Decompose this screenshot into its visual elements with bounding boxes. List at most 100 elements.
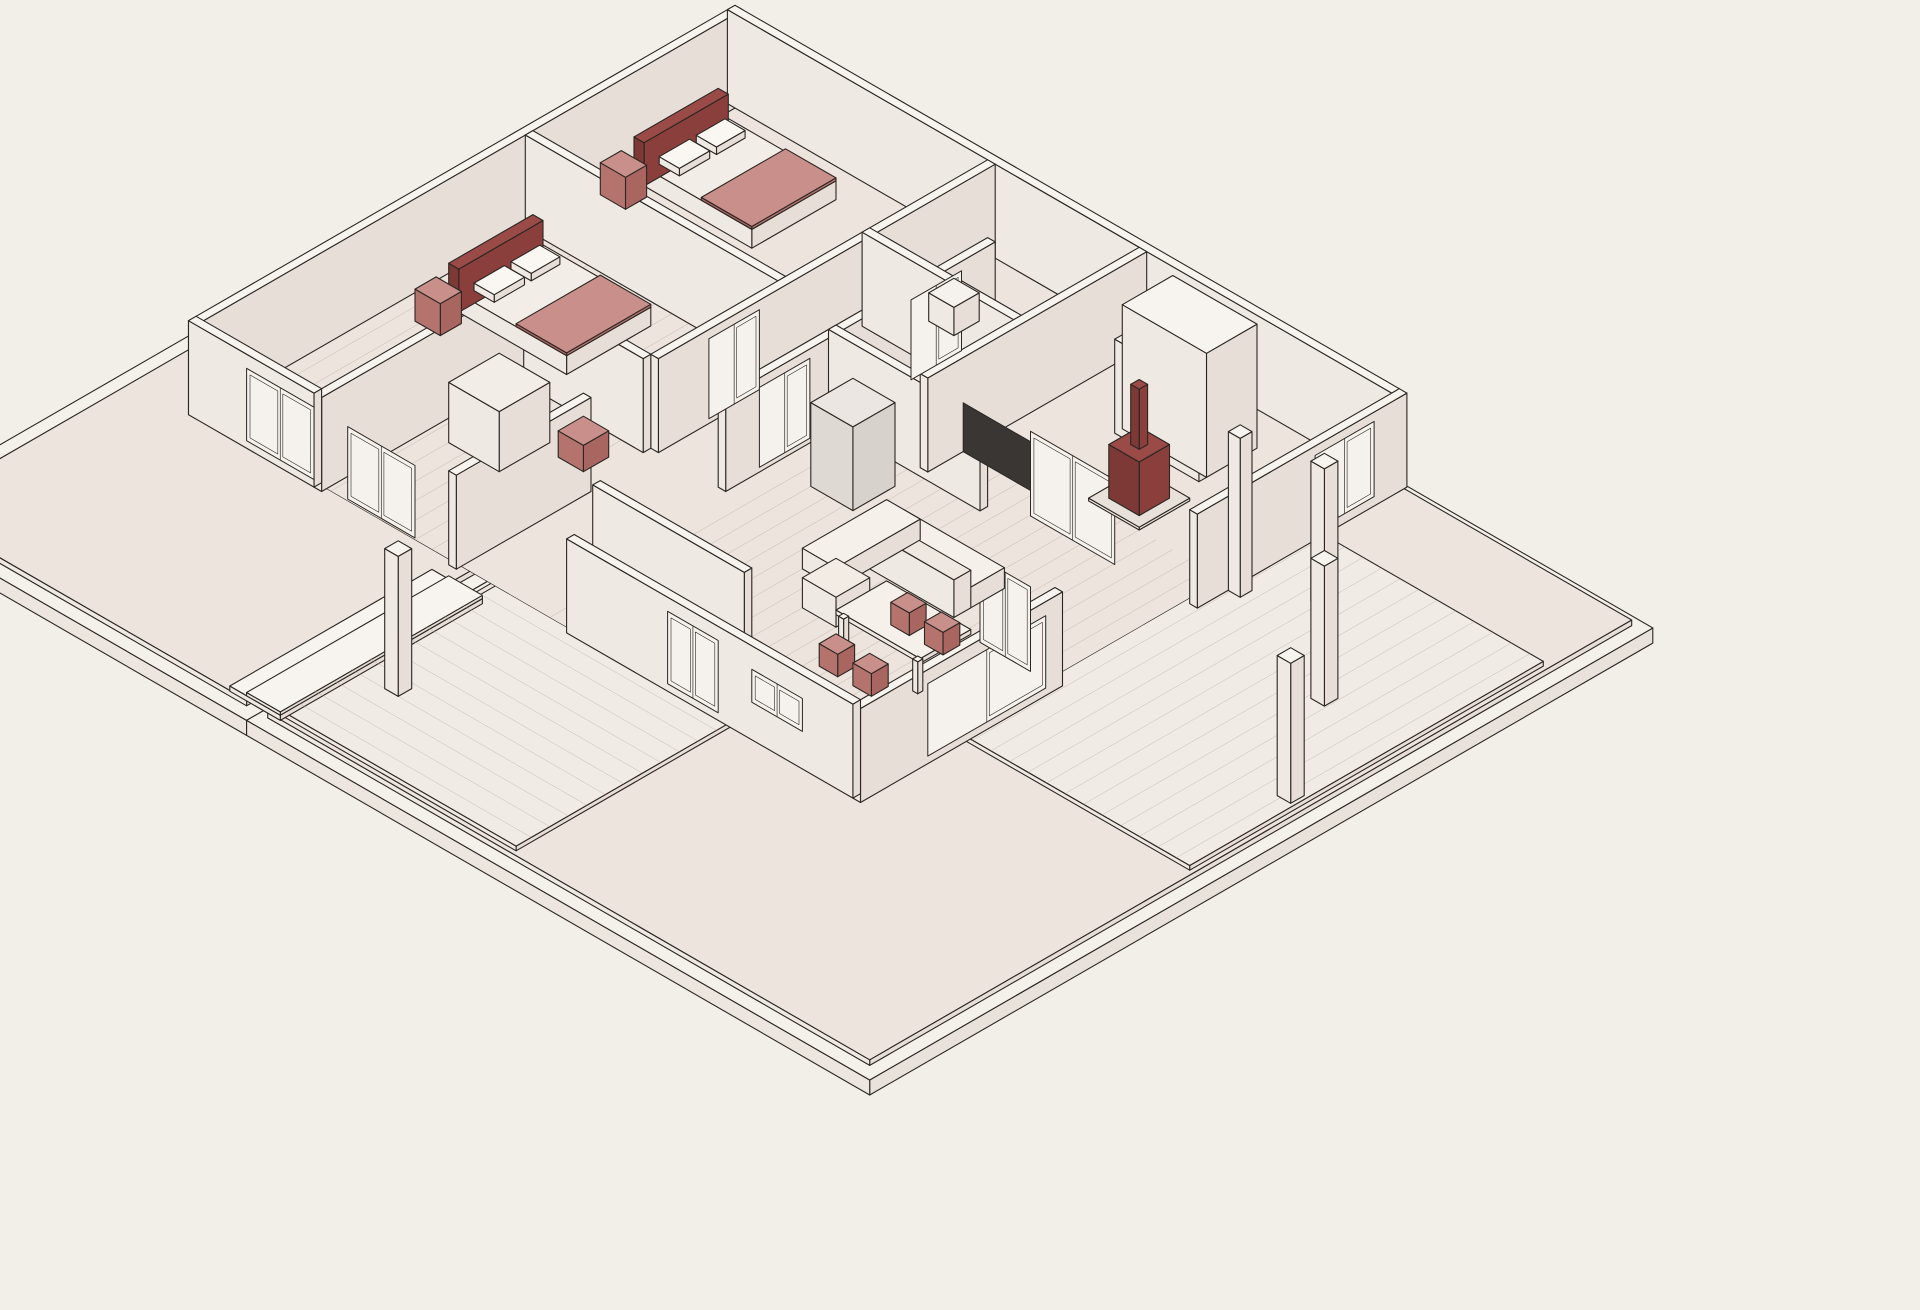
bed-secondary-throw-top (515, 274, 652, 354)
bed-secondary-throw (515, 274, 652, 357)
porch-plank (295, 594, 717, 838)
dining-chair-3 (818, 633, 856, 678)
bed-primary-throw-top (700, 148, 837, 228)
step-2-top (246, 575, 483, 713)
deck-post-3-side-b (1276, 654, 1292, 804)
table-leg-a-top (838, 612, 850, 620)
bed-primary-pillow-b (658, 138, 711, 177)
porch-plank-seam (425, 626, 662, 763)
wall-kitchen-north-top (592, 480, 753, 573)
bed-primary-pillow-b-top (658, 138, 711, 169)
porch-plank-seam (332, 679, 569, 817)
wall-corridor-a-side-b (650, 353, 659, 454)
deck-post-3-side-a (1290, 654, 1305, 804)
step-2 (246, 575, 483, 716)
bed-primary (599, 87, 837, 249)
window-bath2-south-pane-b (383, 451, 413, 532)
window-kitchen-south-pane-a (754, 675, 775, 711)
bed-primary-nightstand-top (599, 150, 648, 178)
bed-secondary-nightstand-top (414, 276, 462, 305)
deck-post-4 (384, 540, 413, 697)
porch-plank-seam (443, 615, 680, 753)
deck-boards (953, 524, 1544, 871)
table-leg-b-side-a (917, 658, 924, 695)
deck-post-3 (1276, 647, 1305, 804)
bed-secondary-pillow-a-top (510, 244, 561, 274)
wall-outer-south-west-top (187, 315, 323, 394)
vanity-sink-top (928, 277, 980, 308)
deck-plank-seam (1046, 578, 1401, 784)
openings (246, 270, 1375, 757)
deck-post-2-side-b (1310, 557, 1325, 707)
shower-enclosure-top (810, 377, 896, 428)
deck-post-1-top (1310, 452, 1339, 470)
ottoman-top (801, 557, 871, 598)
window-dining-south-pane-b (695, 631, 716, 707)
wall-outer-south-west-side-a (313, 388, 323, 488)
door-bedroom (708, 309, 760, 420)
deck-post-4-top (384, 540, 413, 557)
deck-post-2 (1310, 549, 1339, 707)
door-bedroom-pane-a (736, 315, 757, 399)
stove-flue (1130, 378, 1149, 450)
stove-flue-side-b (1130, 383, 1140, 450)
window-kitchen-south-pane-b (779, 689, 800, 726)
deck-plank-seam (1139, 632, 1493, 837)
porch-plank-seam (480, 594, 717, 731)
door-hall-pane-a (786, 364, 807, 447)
bed-secondary-nightstand (414, 276, 462, 337)
stove-flue-side-a (1138, 383, 1149, 450)
bed-primary-nightstand (599, 150, 648, 210)
table-leg-b-side-b (912, 658, 919, 695)
wall-outer-south-side-a (852, 699, 862, 799)
door-deck-a-pane-a (1033, 437, 1071, 535)
porch-plank-seam (295, 701, 532, 838)
deck-post-5 (1227, 424, 1253, 598)
wall-corridor-a-top (650, 159, 996, 360)
television (962, 402, 1031, 491)
wood-stove (1088, 378, 1191, 531)
laundry-unit (557, 415, 610, 473)
deck-posts (384, 424, 1339, 804)
shelving-unit (448, 352, 551, 473)
bed-primary-headboard-top (633, 87, 729, 144)
deck-post-5-side-a (1239, 431, 1253, 598)
wall-outer-east-upper-side-b (1189, 509, 1198, 609)
deck-plank-seam (1176, 653, 1530, 858)
bed-primary-throw (700, 148, 837, 230)
deck-post-3-top (1276, 647, 1305, 664)
deck-plank-seam (990, 546, 1345, 752)
stove-flue-top (1130, 378, 1149, 390)
wall-bath-east-top (919, 246, 1148, 379)
deck-plank-seam (1009, 557, 1364, 762)
porch-plank-seam (313, 690, 550, 827)
rear-deck (953, 524, 1544, 871)
deck-plank-seam (972, 535, 1327, 741)
table-leg-b-top (912, 655, 924, 663)
window-bedroom-south-pane-b (282, 393, 311, 474)
window-dining-south-pane-a (670, 617, 691, 693)
wall-outer-south-top (566, 533, 862, 705)
window-living-east-pane-a (988, 621, 1043, 717)
porch-plank-seam (462, 604, 699, 742)
bed-secondary-pillow-a (510, 244, 561, 282)
window-bedroom-south (246, 367, 315, 481)
deck-post-4-side-a (397, 548, 413, 697)
window-kitchen-south (751, 668, 803, 732)
dining-set (818, 580, 972, 697)
deck-post-5-side-b (1227, 431, 1241, 598)
deck-plank-seam (1083, 599, 1438, 805)
door-deck-b-pane-b (1007, 578, 1028, 666)
bathroom-fixtures (448, 277, 980, 512)
deck-post-2-top (1310, 549, 1339, 567)
furniture (414, 87, 1191, 697)
window-bedroom-south-pane-a (249, 374, 279, 455)
wall-bath-east-side-b (919, 373, 929, 473)
window-bath2-south (347, 426, 416, 539)
door-hall (758, 357, 811, 468)
deck-plank-seam (1157, 642, 1512, 848)
bed-secondary-headboard-top (448, 214, 544, 270)
deck-post-4-side-b (384, 548, 399, 697)
